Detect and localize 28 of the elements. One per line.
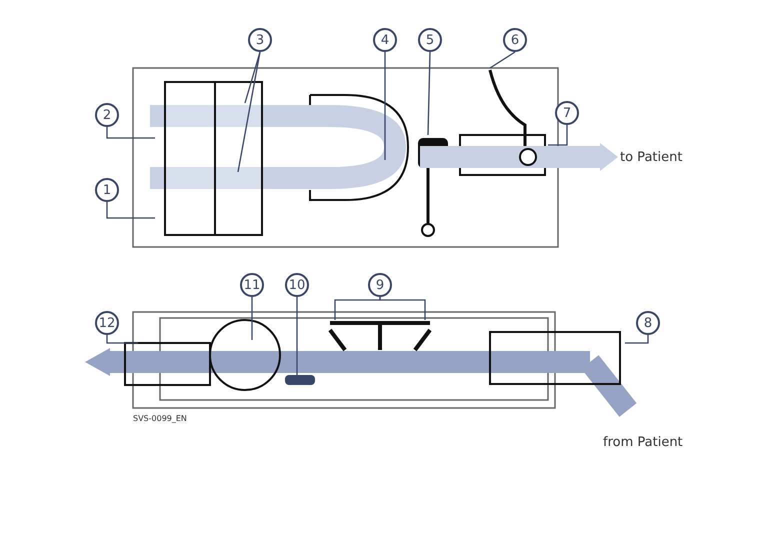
callout-number: 5 — [418, 28, 442, 52]
leader-line — [237, 52, 261, 172]
callout-number: 8 — [636, 311, 660, 335]
leader-line — [427, 52, 431, 136]
leader-line — [106, 202, 155, 219]
callout-number: 9 — [368, 273, 392, 297]
leader-line — [106, 127, 155, 139]
leader-line — [244, 52, 261, 104]
leader-line — [334, 297, 381, 320]
callout-number: 10 — [285, 273, 309, 297]
callout-number: 2 — [95, 103, 119, 127]
callout-number: 6 — [503, 28, 527, 52]
callout-number: 11 — [240, 273, 264, 297]
leader-line — [490, 51, 516, 69]
callout-number: 4 — [373, 28, 397, 52]
leader-line — [379, 297, 426, 320]
leader-line — [251, 297, 253, 340]
callout-number: 3 — [248, 28, 272, 52]
callout-number: 1 — [95, 178, 119, 202]
figure-code: SVS-0099_EN — [133, 414, 187, 423]
leader-line — [106, 335, 138, 344]
leader-line — [625, 335, 649, 344]
flow-direction-label: to Patient — [620, 150, 682, 165]
callout-number: 12 — [95, 311, 119, 335]
callout-number: 7 — [555, 101, 579, 125]
leader-line — [384, 52, 386, 160]
leader-line — [548, 125, 568, 146]
flow-direction-label: from Patient — [603, 435, 683, 450]
